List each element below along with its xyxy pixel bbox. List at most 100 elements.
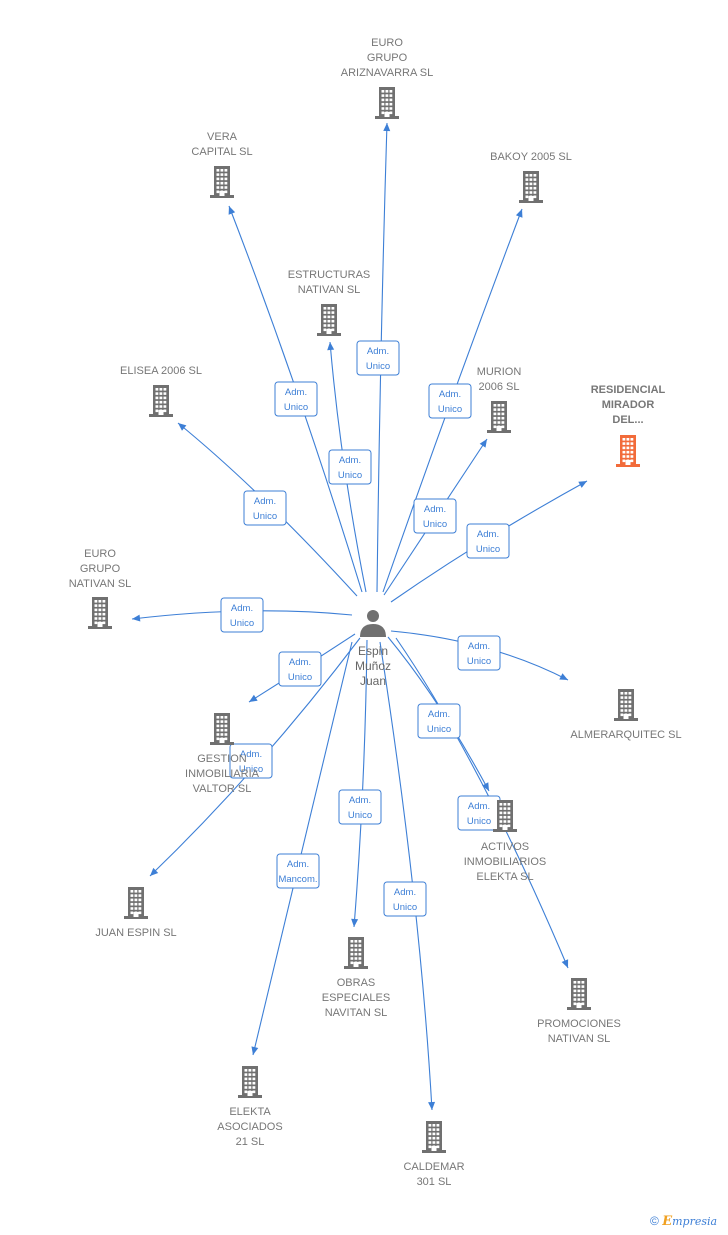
relation-label[interactable]: Adm.Unico xyxy=(413,498,457,534)
relation-label[interactable]: Adm.Unico xyxy=(457,635,501,671)
company-name-line: EURO xyxy=(371,37,403,49)
relation-label[interactable]: Adm. Unico xyxy=(428,383,472,419)
relation-label-text: Adm. xyxy=(477,529,499,540)
arrowhead-icon xyxy=(383,123,391,132)
relation-label-text: Adm. xyxy=(349,795,371,806)
relation-label-text: Mancom. xyxy=(278,874,317,885)
company-name-line: EURO xyxy=(84,548,116,560)
company-node-murion[interactable]: MURION 2006 SL xyxy=(477,366,522,433)
relation-label[interactable]: Adm.Unico xyxy=(417,703,461,739)
relation-label-box xyxy=(383,881,427,917)
relation-label[interactable]: Adm.Unico xyxy=(356,340,400,376)
building-icon xyxy=(238,1066,262,1098)
relation-label-text: Unico xyxy=(366,361,390,372)
relation-label-box xyxy=(243,490,287,526)
relation-label[interactable]: Adm.Unico xyxy=(383,881,427,917)
relation-label-text: Unico xyxy=(467,656,491,667)
company-name-line: RESIDENCIAL xyxy=(591,384,666,396)
relation-label-box xyxy=(274,381,318,417)
relation-label-text: Unico xyxy=(239,764,263,775)
company-node-bakoy[interactable]: BAKOY 2005 SL xyxy=(490,151,572,203)
relation-label[interactable]: Adm.Unico xyxy=(457,795,501,831)
relation-label[interactable]: Adm.Unico xyxy=(278,651,322,687)
relation-line xyxy=(353,639,368,928)
arrowhead-icon xyxy=(561,959,569,968)
company-name-line: NATIVAN SL xyxy=(298,284,361,296)
arrowhead-icon xyxy=(559,673,568,680)
relation-label-text: Adm. xyxy=(439,389,461,400)
relation-label-text: Unico xyxy=(338,470,362,481)
company-name-line: CAPITAL SL xyxy=(191,146,252,158)
relation-label-text: Unico xyxy=(438,404,462,415)
company-name-line: 21 SL xyxy=(236,1136,265,1148)
arrowhead-icon xyxy=(132,614,141,622)
arrowhead-icon xyxy=(578,481,587,488)
building-icon xyxy=(422,1121,446,1153)
relation-label[interactable]: Adm. Mancom. xyxy=(276,853,320,889)
relation-label-text: Adm. xyxy=(468,801,490,812)
relation-label-box xyxy=(220,597,264,633)
company-node-almer[interactable]: ALMERARQUITEC SL xyxy=(570,689,682,741)
company-name-line: DEL... xyxy=(612,414,643,426)
building-icon xyxy=(124,887,148,919)
company-name-line: ESPECIALES xyxy=(322,992,390,1004)
company-name-line: ASOCIADOS xyxy=(217,1121,282,1133)
relation-label-text: Unico xyxy=(230,618,254,629)
relation-label[interactable]: Adm.Unico xyxy=(220,597,264,633)
relation-label-text: Adm. xyxy=(424,504,446,515)
building-icon xyxy=(493,800,517,832)
relation-label-text: Unico xyxy=(253,511,277,522)
arrowhead-icon xyxy=(428,1101,436,1110)
company-name-line: ACTIVOS xyxy=(481,841,529,853)
company-name-line: ELEKTA SL xyxy=(476,871,533,883)
footer-brand[interactable]: © Empresia xyxy=(650,1214,717,1229)
company-node-vera[interactable]: VERA CAPITAL SL xyxy=(191,131,253,198)
relation-label[interactable]: Adm.Unico xyxy=(466,523,510,559)
relation-label[interactable]: Adm.Unico xyxy=(274,381,318,417)
relation-label[interactable]: Adm. Unico xyxy=(338,789,382,825)
company-name-line: GRUPO xyxy=(80,563,121,575)
company-name-line: MURION xyxy=(477,366,522,378)
relation-label-text: Adm. xyxy=(287,859,309,870)
company-name-line: 2006 SL xyxy=(479,381,520,393)
company-name-line: INMOBILIARIOS xyxy=(464,856,547,868)
company-node-activos[interactable]: ACTIVOS INMOBILIARIOS ELEKTA SL xyxy=(464,800,547,883)
building-icon xyxy=(210,166,234,198)
company-node-resid[interactable]: RESIDENCIAL MIRADOR DEL... xyxy=(591,384,666,467)
company-name-line: MIRADOR xyxy=(602,399,655,411)
relation-label-text: Adm. xyxy=(339,455,361,466)
company-name-line: JUAN ESPIN SL xyxy=(95,927,176,939)
company-name-line: GRUPO xyxy=(367,52,408,64)
relation-label-text: Unico xyxy=(348,810,372,821)
relation-label-box xyxy=(428,383,472,419)
company-node-elisea[interactable]: ELISEA 2006 SL xyxy=(120,365,202,417)
relation-label[interactable]: Adm.Unico xyxy=(229,743,273,779)
company-name-line: VERA xyxy=(207,131,238,143)
company-node-juanespin[interactable]: JUAN ESPIN SL xyxy=(95,887,177,939)
company-name-line: NAVITAN SL xyxy=(325,1007,388,1019)
building-icon xyxy=(616,435,640,467)
company-name-line: VALTOR SL xyxy=(193,783,252,795)
person-icon xyxy=(360,610,386,637)
relation-label-text: Adm. xyxy=(428,709,450,720)
relation-promo xyxy=(395,637,569,969)
relation-label-box xyxy=(413,498,457,534)
company-name-line: ELISEA 2006 SL xyxy=(120,365,202,377)
person-name-line: Juan xyxy=(360,674,386,688)
company-name-line: GESTION xyxy=(197,753,247,765)
person-name-line: Espin xyxy=(358,644,388,658)
relation-label-text: Adm. xyxy=(254,496,276,507)
relation-label[interactable]: Adm. Unico xyxy=(328,449,372,485)
company-name-line: BAKOY 2005 SL xyxy=(490,151,572,163)
relation-label[interactable]: Adm. Unico xyxy=(243,490,287,526)
